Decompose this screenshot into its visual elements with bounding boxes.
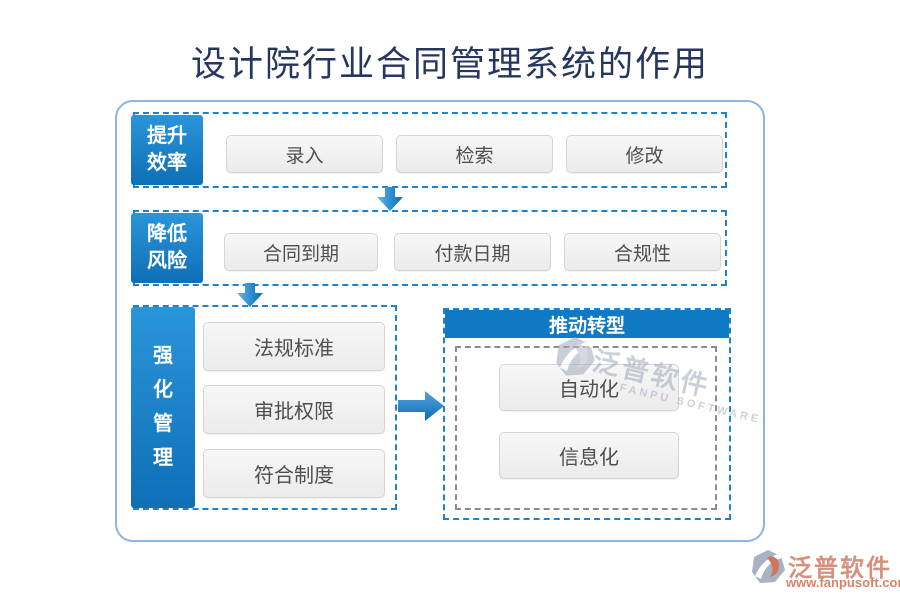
header-promote-transformation: 推动转型 xyxy=(445,310,729,338)
label-char: 管 xyxy=(153,413,173,435)
label-line: 提升 xyxy=(147,125,187,147)
label-improve-efficiency: 提升 效率 xyxy=(131,115,203,185)
arrow-down-icon xyxy=(237,283,263,307)
node-contract-expiry: 合同到期 xyxy=(224,233,378,271)
page-title: 设计院行业合同管理系统的作用 xyxy=(190,45,709,84)
brand-url: www.fanpusoft.com xyxy=(786,575,900,590)
brand-logo-icon xyxy=(752,550,785,583)
label-line: 风险 xyxy=(147,250,187,272)
node-approval-authority: 审批权限 xyxy=(203,385,385,434)
node-modify: 修改 xyxy=(566,135,723,173)
arrow-right-icon xyxy=(398,391,444,421)
node-informatization: 信息化 xyxy=(499,432,679,479)
label-char: 化 xyxy=(153,379,173,401)
label-char: 理 xyxy=(153,447,173,469)
node-search: 检索 xyxy=(396,135,553,173)
label-reduce-risk: 降低 风险 xyxy=(131,213,203,283)
arrow-down-icon xyxy=(377,187,403,211)
label-line: 降低 xyxy=(147,223,187,245)
brand-logo: 泛普软件 www.fanpusoft.com xyxy=(748,548,900,596)
node-payment-date: 付款日期 xyxy=(394,233,551,271)
node-automation: 自动化 xyxy=(499,364,679,411)
brand-name: 泛普软件 xyxy=(788,555,892,582)
label-strengthen-management: 强 化 管 理 xyxy=(131,307,195,508)
node-compliance: 合规性 xyxy=(564,233,721,271)
node-regulations: 法规标准 xyxy=(203,322,385,371)
label-char: 强 xyxy=(153,345,173,367)
node-entry: 录入 xyxy=(226,135,383,173)
label-line: 效率 xyxy=(147,152,187,174)
node-institutional-compliance: 符合制度 xyxy=(203,449,385,498)
